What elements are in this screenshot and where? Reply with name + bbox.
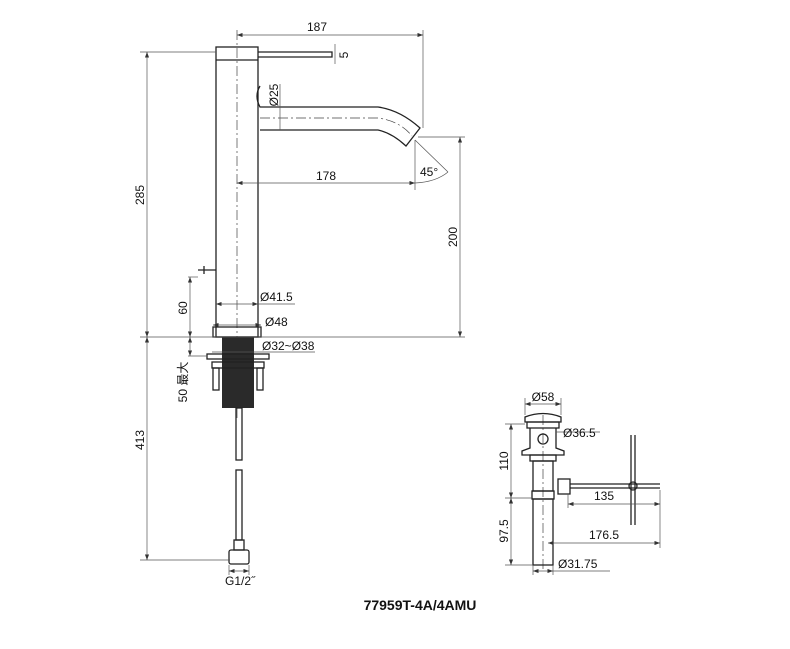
dim-200: 200 [446,227,460,247]
dim-135: 135 [594,489,614,503]
dim-drain-body-dia: Ø36.5 [563,426,596,440]
hose-nut [228,549,250,565]
threaded-shank [222,337,254,408]
dim-cap-dia: Ø58 [532,390,555,404]
dim-deck-thickness: 50 最大 [176,362,190,403]
faucet-drawing: 187 5 Ø25 178 45° 200 285 Ø41.5 Ø48 Ø32~… [133,20,465,588]
dim-60: 60 [176,301,190,315]
supply-hose [235,407,243,461]
faucet-spout [256,85,421,147]
dim-176-5: 176.5 [589,528,619,542]
dim-spout-dia: Ø25 [267,83,281,106]
dim-hole-dia: Ø32~Ø38 [262,339,315,353]
dim-178: 178 [316,169,336,183]
dim-413: 413 [133,430,147,450]
dim-97-5: 97.5 [497,519,511,543]
dim-285: 285 [133,185,147,205]
dim-110: 110 [497,451,511,470]
dim-base-dia: Ø48 [265,315,288,329]
dim-187: 187 [307,20,327,34]
pivot-ball [628,481,638,491]
drawing-title: 77959T-4A/4AMU [364,597,477,613]
faucet-lever [258,51,333,58]
drain-pipe [532,498,554,566]
dim-body-dia: Ø41.5 [260,290,293,304]
dim-5: 5 [337,51,351,58]
drain-drawing: Ø58 Ø36.5 110 97.5 135 176.5 Ø31.75 [497,390,661,575]
dim-connection: G1/2˝ [225,574,256,588]
dim-angle: 45° [420,165,438,179]
drain-cap [524,412,562,423]
dim-pipe-dia: Ø31.75 [558,557,598,571]
rod-nut [557,478,571,495]
